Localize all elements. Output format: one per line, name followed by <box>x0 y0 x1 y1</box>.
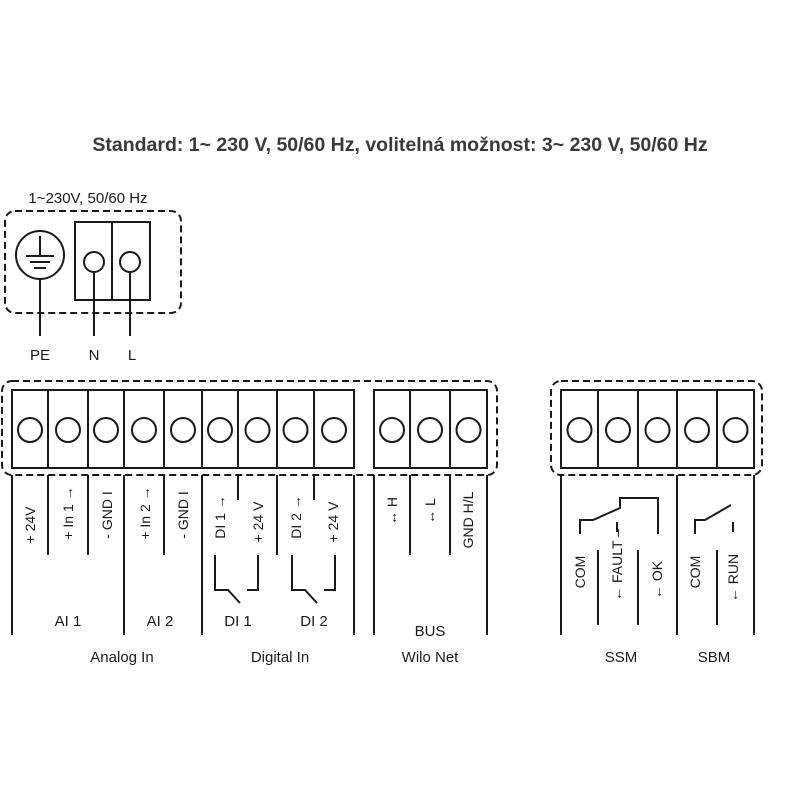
label-di1-24v: + 24 V <box>250 501 266 543</box>
label-bus-gnd: GND H/L <box>460 491 476 548</box>
group-digital-in: Digital In <box>251 649 309 666</box>
group-wilo-net: Wilo Net <box>402 649 460 666</box>
group-analog-in: Analog In <box>90 649 153 666</box>
io-terminal-block <box>11 389 355 469</box>
group-ssm: SSM <box>605 649 638 666</box>
terminal-screw <box>566 417 593 443</box>
label-bus-l: ↔ L <box>422 498 438 524</box>
terminal-screw <box>417 417 443 443</box>
terminal-screw <box>282 417 309 443</box>
terminal-screw <box>722 417 749 443</box>
label-ssm-ok: ← OK <box>649 560 665 599</box>
label-sbm-run: ← RUN <box>725 554 741 602</box>
terminal-screw <box>379 417 405 443</box>
label-bus-h: ↔ H <box>384 497 400 525</box>
label-di2-24v: + 24 V <box>325 501 341 543</box>
label-pe: PE <box>30 347 50 364</box>
group-sbm: SBM <box>698 649 731 666</box>
label-in2: + In 2 → <box>137 486 153 539</box>
terminal-screw <box>55 417 81 443</box>
label-ssm-fault: ← FAULT – <box>609 529 625 601</box>
bus-terminal-block <box>373 389 488 469</box>
terminal-screw <box>684 417 710 443</box>
label-l: L <box>128 347 136 364</box>
terminal-screw <box>455 417 482 443</box>
relay-dashed-outline <box>550 380 763 476</box>
terminal-screw <box>207 417 233 443</box>
label-n: N <box>89 347 100 364</box>
label-in1: + In 1 → <box>60 486 76 539</box>
di1-switch-icon <box>214 555 259 604</box>
terminal-screw <box>321 417 347 443</box>
power-supply-block: 1~230V, 50/60 Hz PE N L <box>4 190 182 364</box>
label-gnd1: - GND I <box>99 491 115 538</box>
wires <box>11 475 755 635</box>
label-24v: + 24V <box>22 506 38 544</box>
label-sbm-com: COM <box>687 556 703 589</box>
terminal-screw <box>131 417 157 443</box>
group-bus: BUS <box>415 623 446 640</box>
ssm-relay-icon <box>579 497 659 534</box>
di2-switch-icon <box>291 555 336 604</box>
terminal-screw <box>170 417 196 443</box>
group-di1: DI 1 <box>224 613 252 630</box>
terminal-screw <box>93 417 119 443</box>
relay-terminal-block <box>560 389 755 469</box>
label-di2: DI 2 → <box>288 495 304 539</box>
power-title: 1~230V, 50/60 Hz <box>28 190 147 207</box>
terminal-screw <box>644 417 671 443</box>
terminal-screw <box>17 417 43 443</box>
group-ai1: AI 1 <box>55 613 82 630</box>
label-ssm-com: COM <box>572 556 588 589</box>
terminal-screw <box>605 417 631 443</box>
terminal-screw <box>244 417 271 443</box>
ground-icon <box>15 230 65 336</box>
label-di1: DI 1 → <box>212 495 228 539</box>
sbm-relay-icon <box>694 504 734 534</box>
io-dashed-outline <box>1 380 498 476</box>
terminal-screws <box>17 390 749 468</box>
group-di2: DI 2 <box>300 613 328 630</box>
heading: Standard: 1~ 230 V, 50/60 Hz, volitelná … <box>92 134 708 156</box>
group-ai2: AI 2 <box>147 613 174 630</box>
label-gnd2: - GND I <box>175 491 191 538</box>
